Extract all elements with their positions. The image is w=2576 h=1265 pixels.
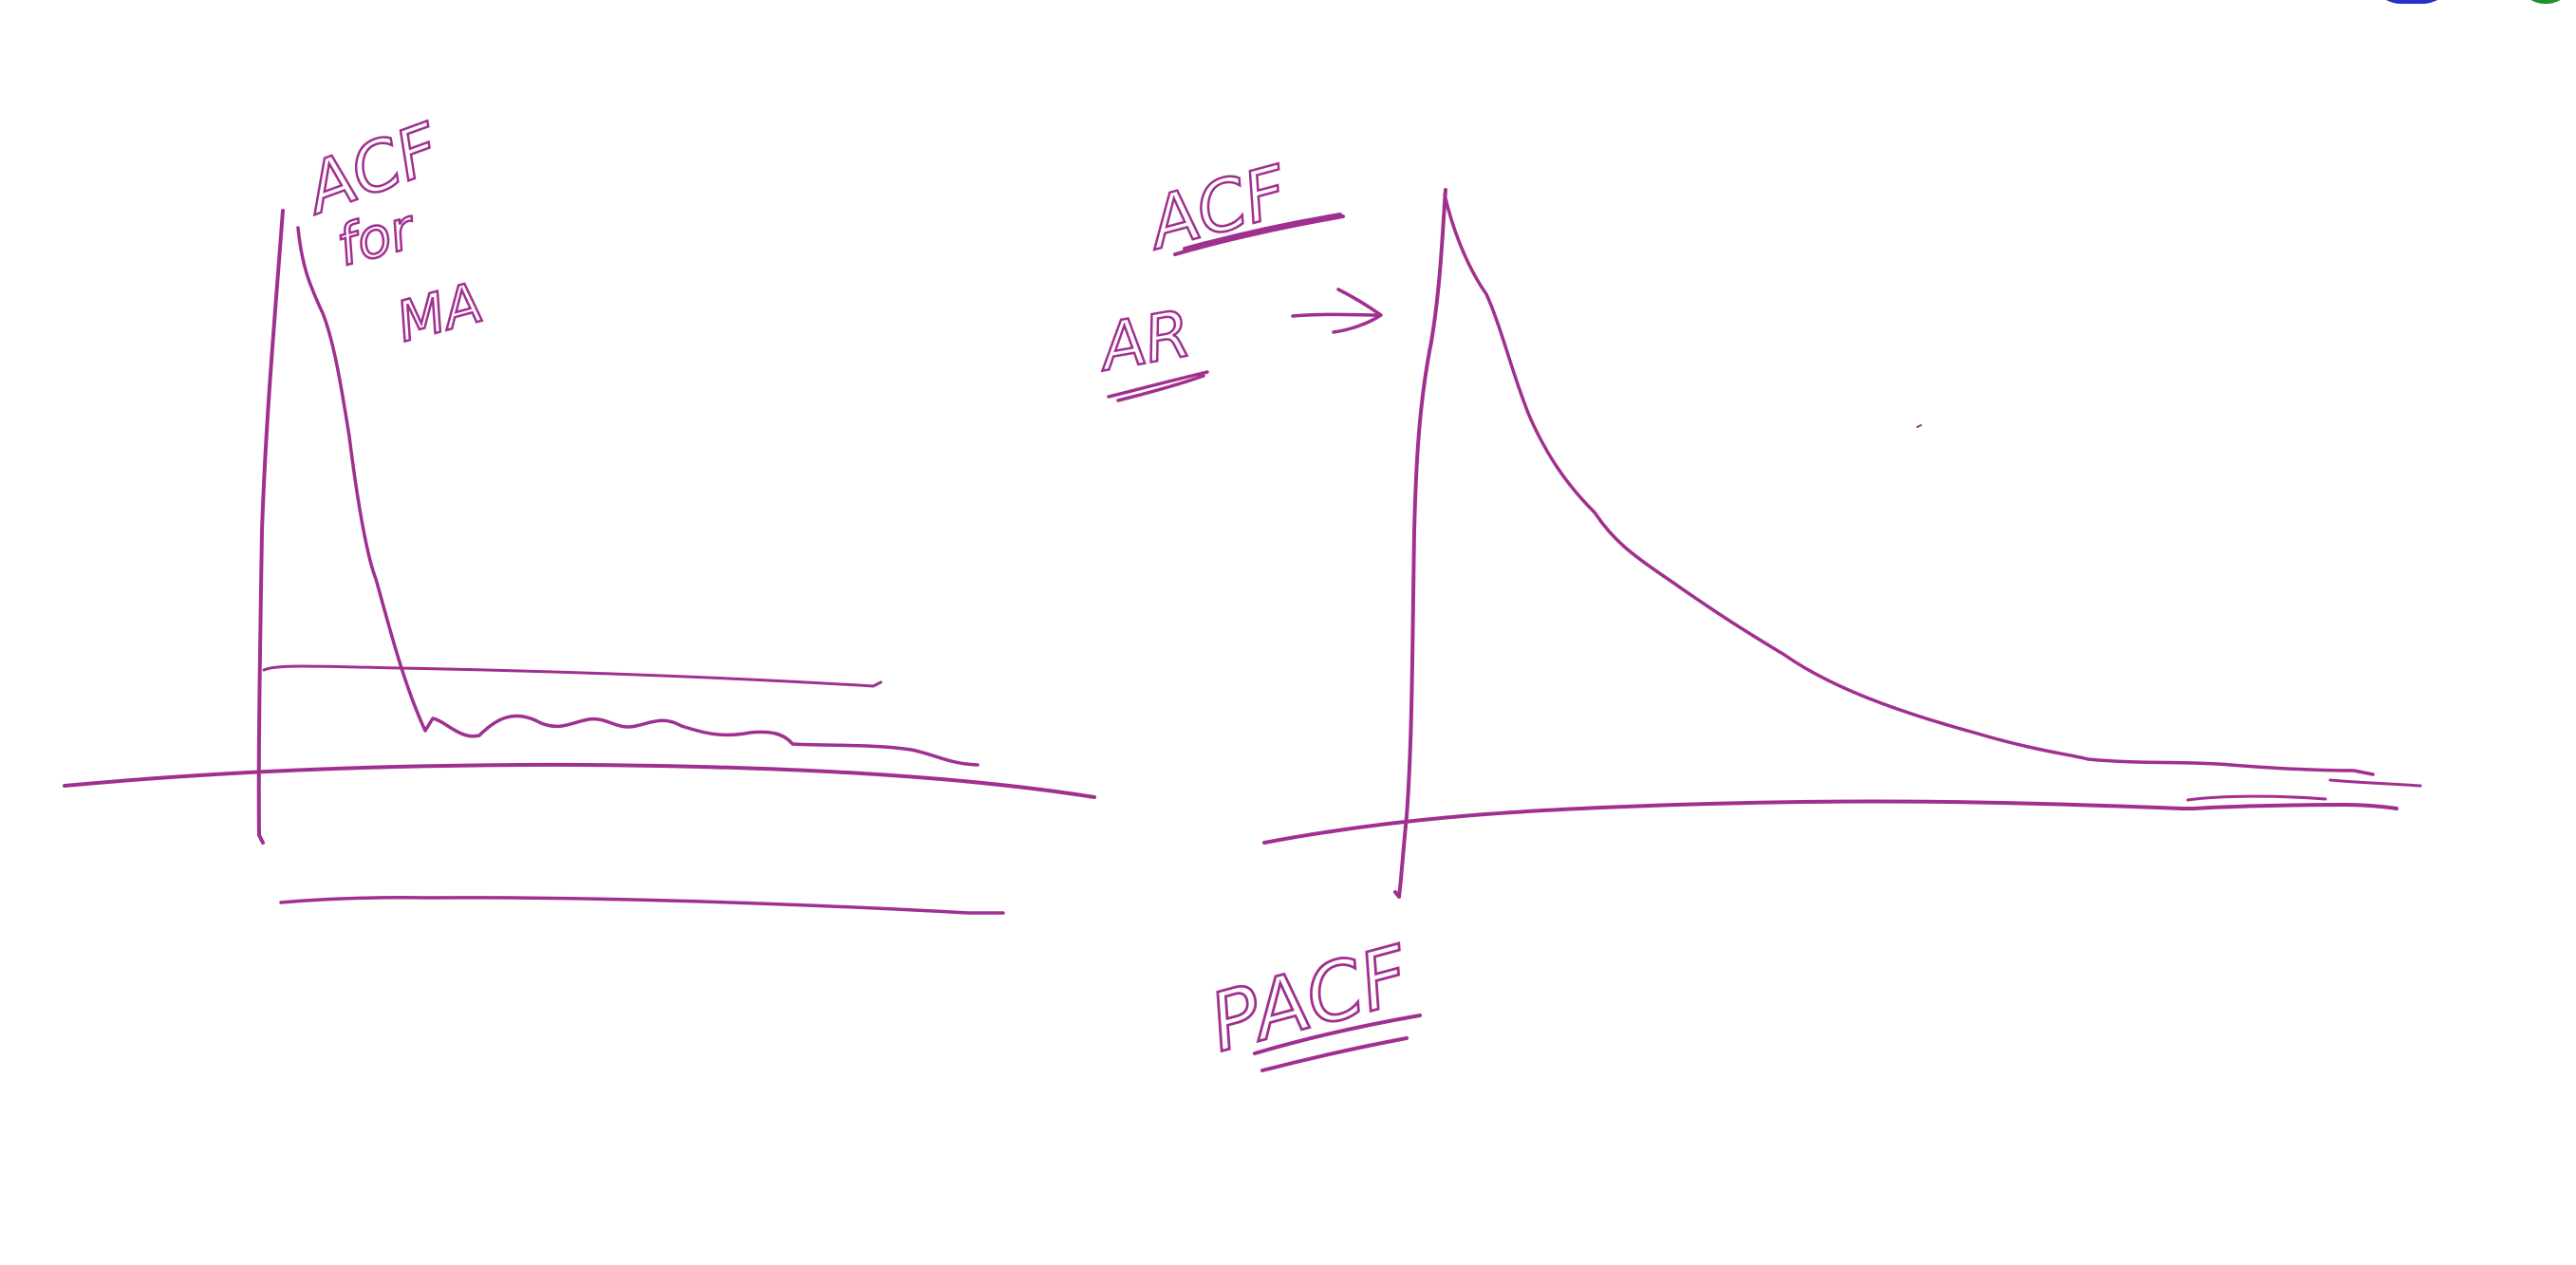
left-x-axis (63, 762, 1096, 799)
left-significance-line-upper (262, 664, 883, 688)
left-acf-curve (296, 226, 980, 767)
right-tail-strokes (2186, 778, 2422, 802)
right-acf-decay-curve (1443, 193, 2375, 776)
stray-dot (1916, 424, 1922, 428)
left-significance-line-lower (279, 896, 1005, 915)
pacf-underline (1253, 1014, 1422, 1072)
right-acf-underline (1173, 213, 1345, 256)
left-ma-label: MA (390, 270, 489, 355)
right-y-axis (1393, 188, 1447, 899)
right-ar-label: AR (1092, 297, 1196, 387)
right-acf-label: ACF (1138, 150, 1297, 266)
left-y-axis (256, 209, 285, 845)
right-ar-underline (1107, 370, 1209, 402)
right-sketch: ACF AR PACF (1091, 149, 2422, 1072)
right-arrow (1291, 288, 1383, 334)
right-x-axis (1262, 799, 2399, 845)
left-sketch: ACF for MA (63, 106, 1096, 915)
blue-color-indicator[interactable] (2369, 0, 2455, 4)
green-color-indicator[interactable] (2515, 0, 2576, 4)
pacf-label: PACF (1201, 928, 1420, 1070)
